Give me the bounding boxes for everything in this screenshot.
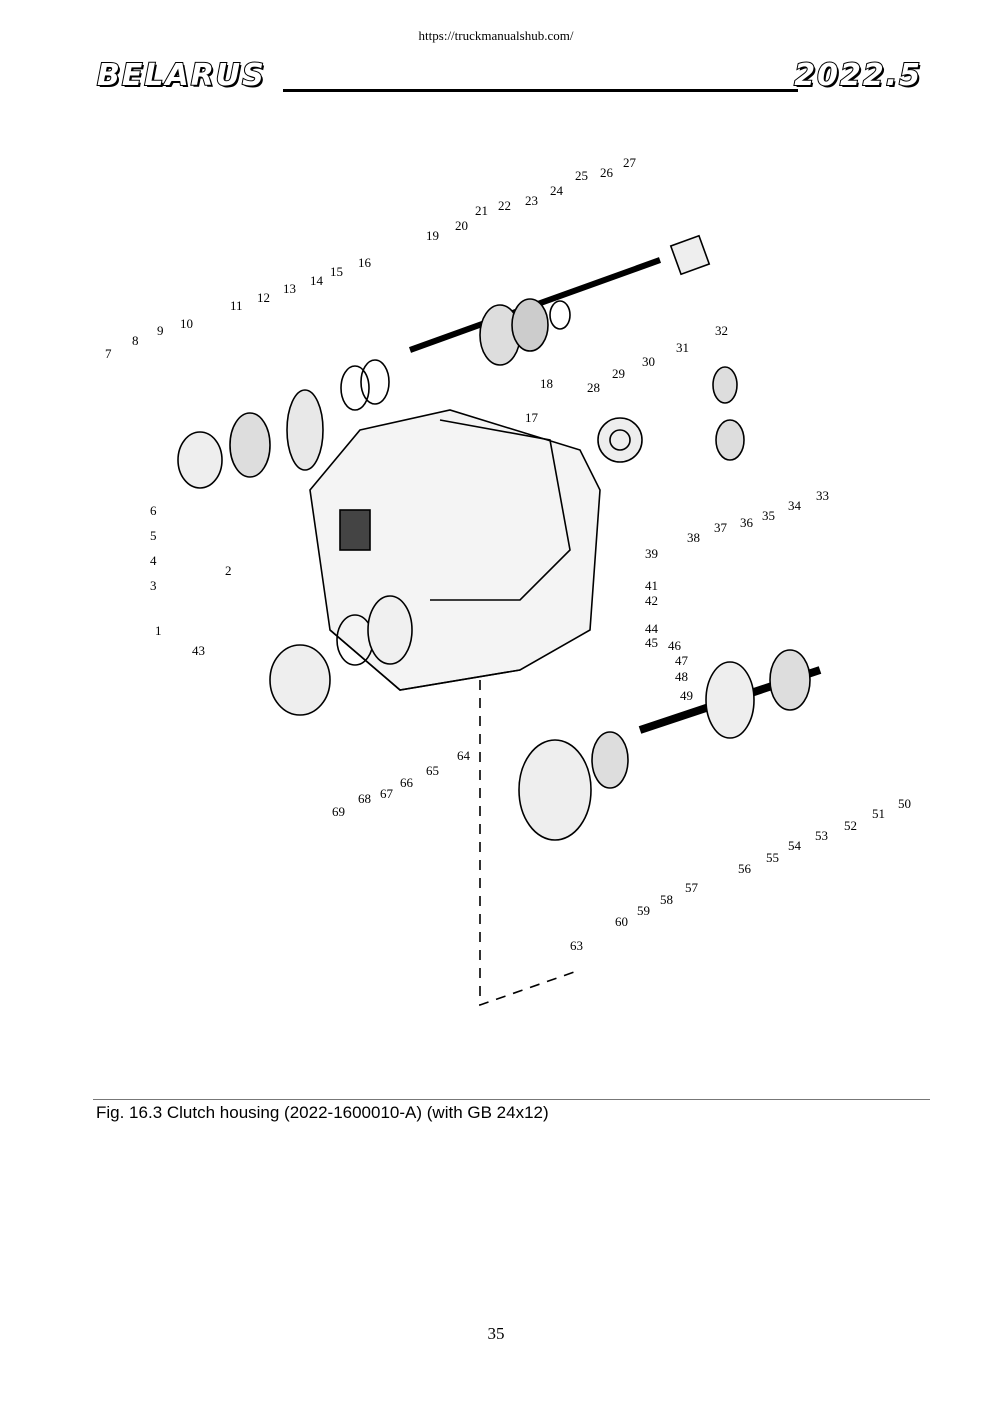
callout-53: 53: [815, 828, 828, 843]
callout-52: 52: [844, 818, 857, 833]
callout-17: 17: [525, 410, 539, 425]
callout-65: 65: [426, 763, 439, 778]
callout-15: 15: [330, 264, 343, 279]
callout-33: 33: [816, 488, 829, 503]
callout-9: 9: [157, 323, 164, 338]
callout-58: 58: [660, 892, 673, 907]
callout-13: 13: [283, 281, 296, 296]
callout-29: 29: [612, 366, 625, 381]
callout-10: 10: [180, 316, 193, 331]
callout-46: 46: [668, 638, 682, 653]
callout-6: 6: [150, 503, 157, 518]
callout-38: 38: [687, 530, 700, 545]
callout-41: 41: [645, 578, 658, 593]
callout-21: 21: [475, 203, 488, 218]
callout-32: 32: [715, 323, 728, 338]
header-rule: [283, 89, 798, 92]
model-number: 2022.5: [793, 57, 922, 94]
callout-59: 59: [637, 903, 650, 918]
callout-48: 48: [675, 669, 688, 684]
callout-68: 68: [358, 791, 371, 806]
callout-4: 4: [150, 553, 157, 568]
page-number: 35: [487, 1324, 505, 1343]
callout-67: 67: [380, 786, 394, 801]
callout-42: 42: [645, 593, 658, 608]
callout-11: 11: [230, 298, 243, 313]
callout-34: 34: [788, 498, 802, 513]
caption-rule: [93, 1099, 930, 1100]
callout-28: 28: [587, 380, 600, 395]
callout-49: 49: [680, 688, 693, 703]
callout-56: 56: [738, 861, 752, 876]
callout-43: 43: [192, 643, 205, 658]
callout-45: 45: [645, 635, 658, 650]
callout-35: 35: [762, 508, 775, 523]
callout-12: 12: [257, 290, 270, 305]
callout-22: 22: [498, 198, 511, 213]
callout-44: 44: [645, 621, 659, 636]
callout-66: 66: [400, 775, 414, 790]
callout-69: 69: [332, 804, 345, 819]
callout-64: 64: [457, 748, 471, 763]
callout-57: 57: [685, 880, 699, 895]
callout-7: 7: [105, 346, 112, 361]
callout-20: 20: [455, 218, 468, 233]
callout-27: 27: [623, 155, 637, 170]
callout-18: 18: [540, 376, 553, 391]
figure-caption: Fig. 16.3 Clutch housing (2022-1600010-A…: [96, 1103, 549, 1122]
callout-3: 3: [150, 578, 157, 593]
callout-55: 55: [766, 850, 779, 865]
callout-30: 30: [642, 354, 655, 369]
callout-8: 8: [132, 333, 139, 348]
callout-31: 31: [676, 340, 689, 355]
callout-26: 26: [600, 165, 614, 180]
source-url[interactable]: https://truckmanualshub.com/: [418, 28, 574, 43]
callout-36: 36: [740, 515, 754, 530]
callout-51: 51: [872, 806, 885, 821]
callout-24: 24: [550, 183, 564, 198]
callout-50: 50: [898, 796, 911, 811]
callout-16: 16: [358, 255, 372, 270]
callout-39: 39: [645, 546, 658, 561]
callout-19: 19: [426, 228, 439, 243]
callout-5: 5: [150, 528, 157, 543]
callout-47: 47: [675, 653, 689, 668]
callout-1: 1: [155, 623, 162, 638]
callout-23: 23: [525, 193, 538, 208]
callout-14: 14: [310, 273, 324, 288]
callout-25: 25: [575, 168, 588, 183]
callout-63: 63: [570, 938, 583, 953]
callout-2: 2: [225, 563, 232, 578]
callout-54: 54: [788, 838, 802, 853]
brand-logo: BELARUS: [96, 57, 266, 94]
callout-60: 60: [615, 914, 628, 929]
callout-37: 37: [714, 520, 728, 535]
